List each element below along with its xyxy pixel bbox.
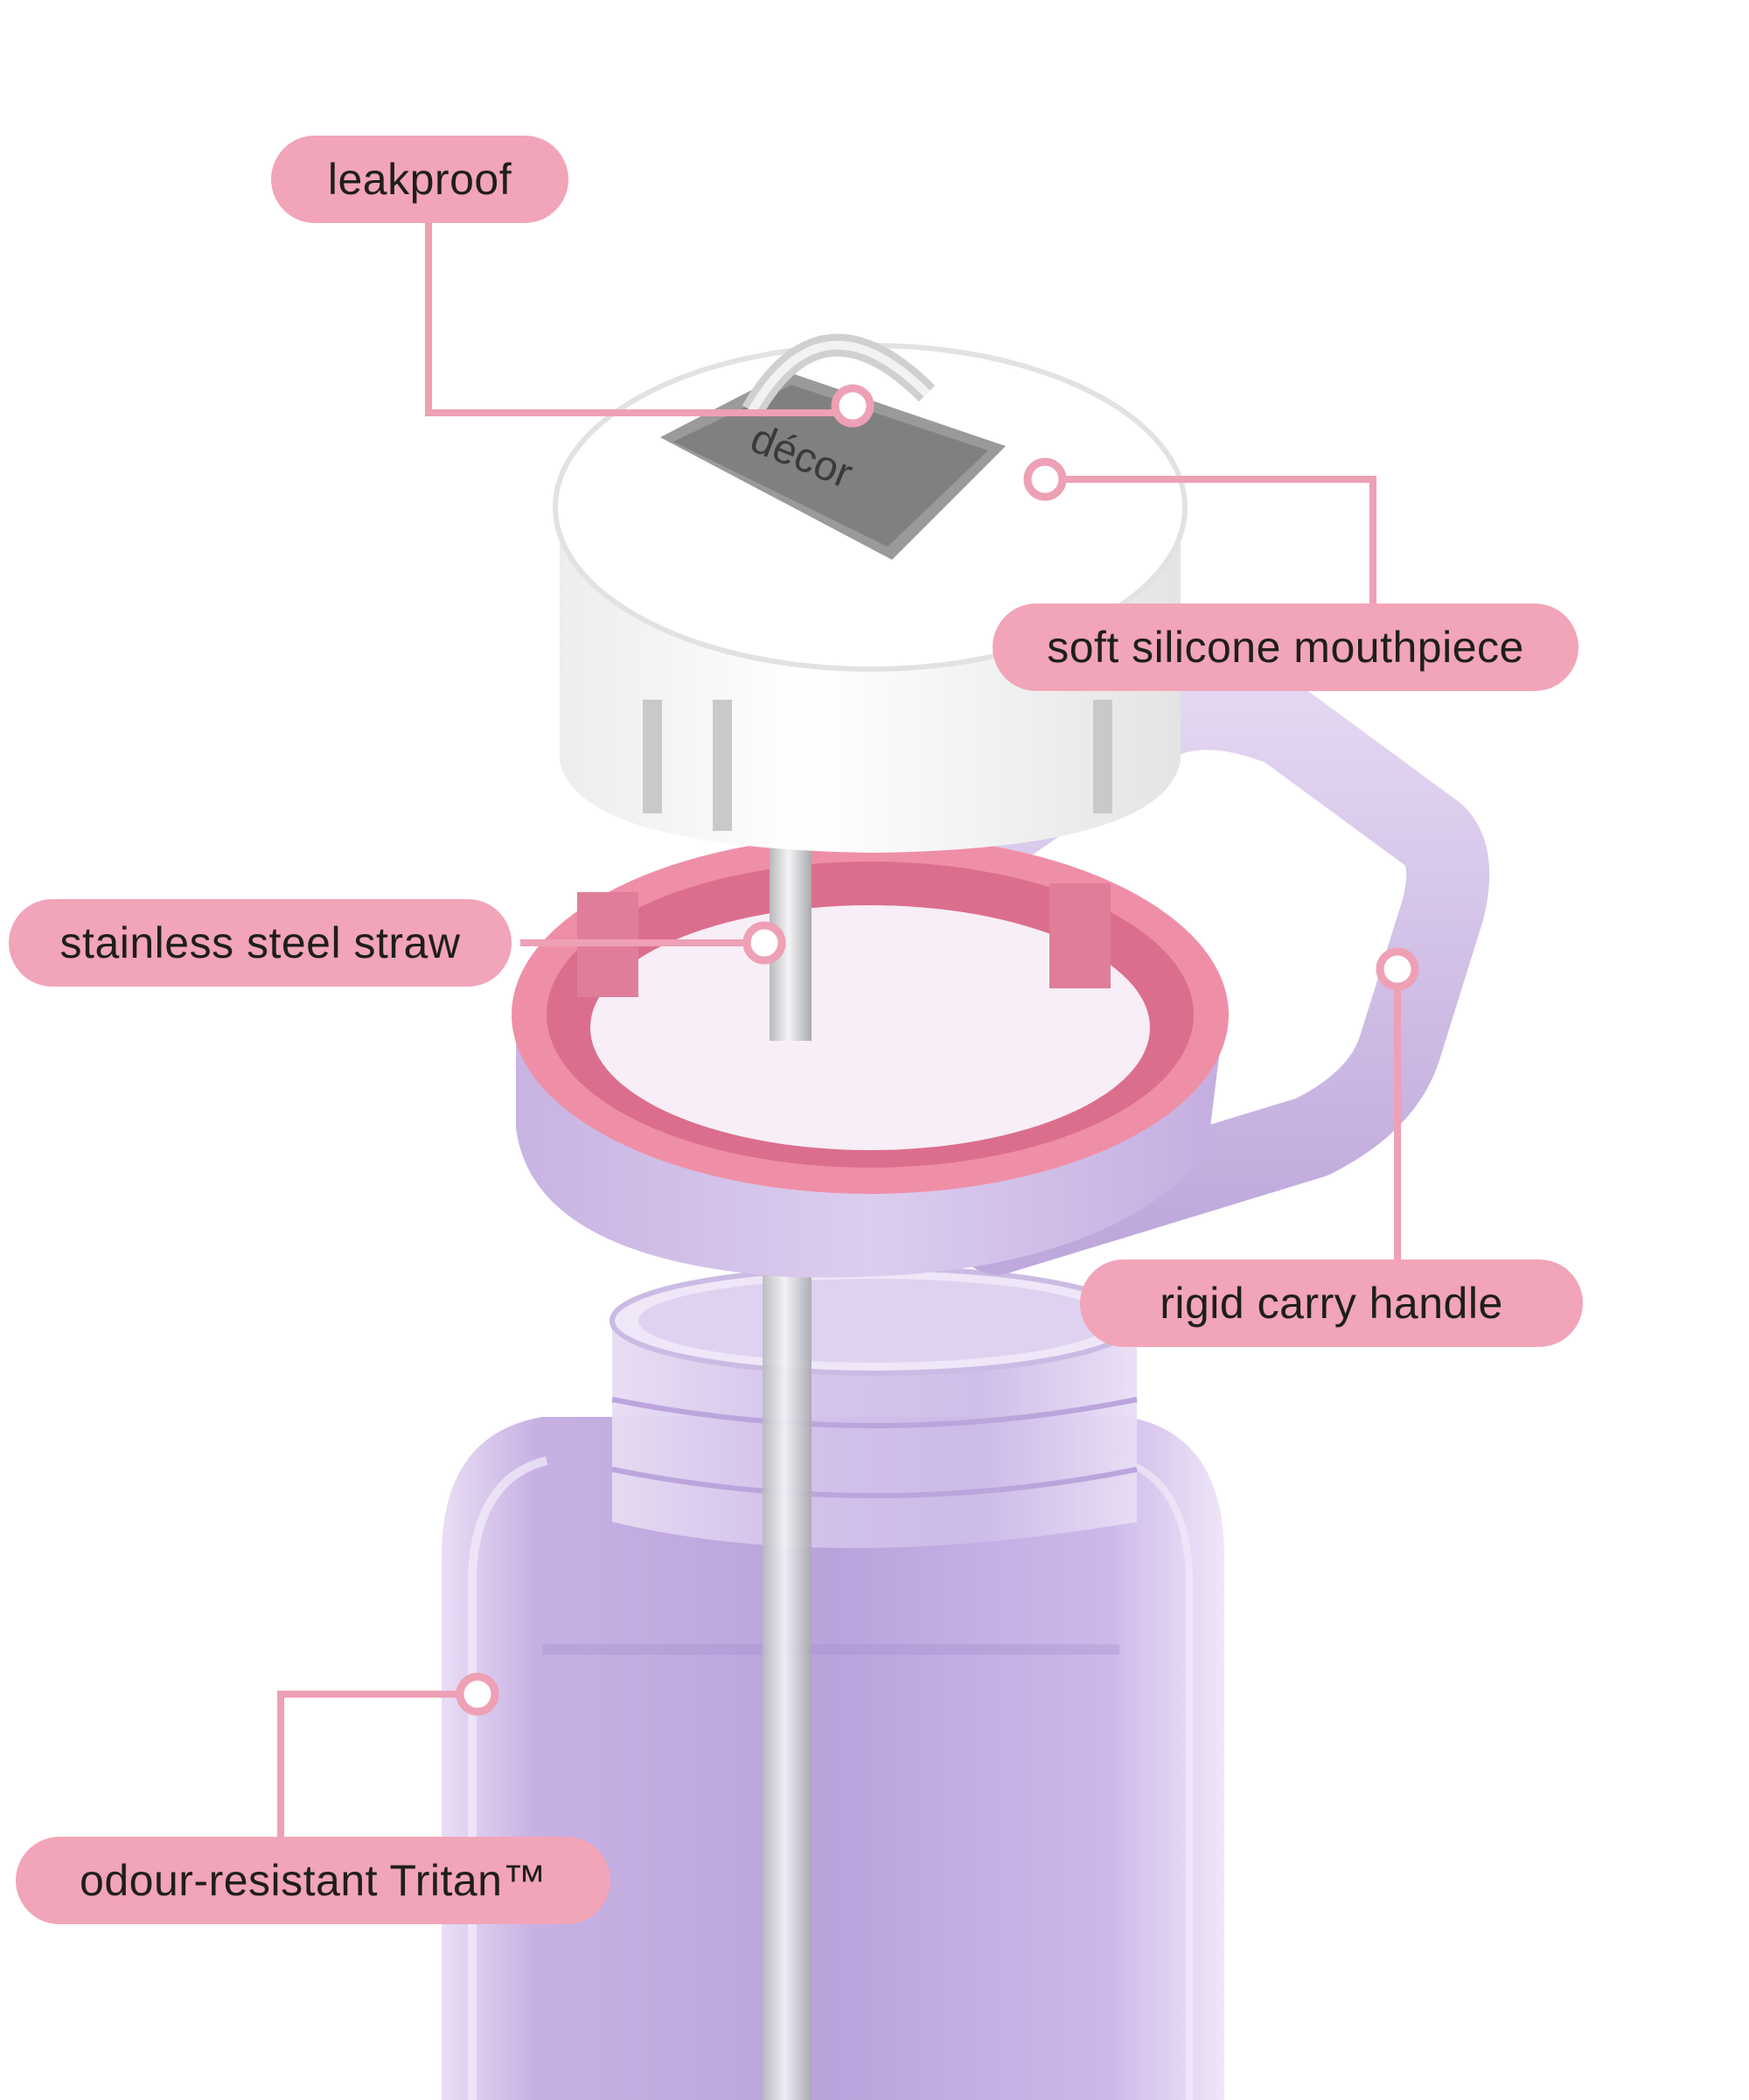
connector-mouthpiece bbox=[1045, 476, 1376, 603]
dot-tritan bbox=[456, 1672, 499, 1716]
bottle-body bbox=[442, 1417, 1224, 2100]
callout-mouthpiece: soft silicone mouthpiece bbox=[993, 603, 1578, 691]
connector-tritan bbox=[277, 1691, 460, 1845]
collar-ring bbox=[512, 835, 1229, 1278]
callout-handle-label: rigid carry handle bbox=[1160, 1279, 1503, 1328]
connector-leakproof bbox=[425, 223, 835, 416]
lid: décor bbox=[553, 333, 1188, 853]
dot-straw bbox=[742, 921, 786, 965]
bottle-neck bbox=[610, 1266, 1139, 1548]
dot-mouthpiece bbox=[1023, 457, 1067, 501]
carry-handle bbox=[876, 666, 1490, 1275]
callout-straw: stainless steel straw bbox=[9, 899, 512, 987]
dot-handle bbox=[1376, 947, 1419, 991]
callout-handle: rigid carry handle bbox=[1080, 1259, 1583, 1347]
dot-leakproof bbox=[831, 384, 874, 428]
callout-mouthpiece-label: soft silicone mouthpiece bbox=[1047, 623, 1524, 672]
callout-straw-label: stainless steel straw bbox=[59, 918, 461, 967]
callout-tritan-label: odour-resistant Tritan™ bbox=[80, 1856, 547, 1905]
callout-leakproof: leakproof bbox=[271, 136, 568, 223]
callout-leakproof-label: leakproof bbox=[327, 155, 512, 204]
callout-tritan: odour-resistant Tritan™ bbox=[16, 1837, 610, 1924]
